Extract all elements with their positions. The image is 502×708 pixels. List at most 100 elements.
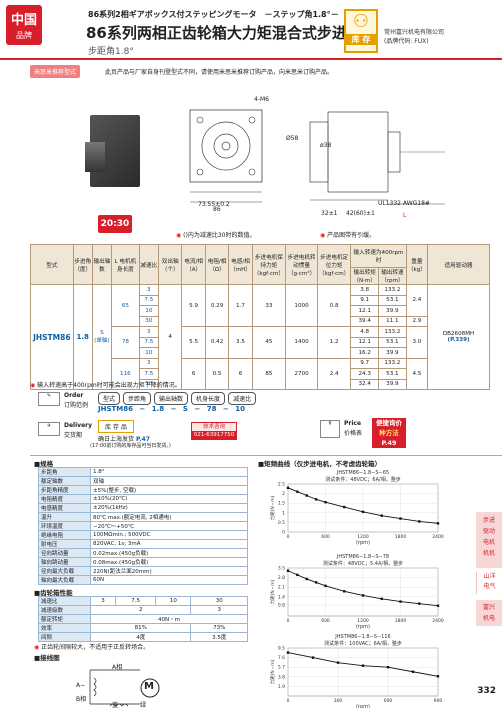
torque-curves: JHSTM86−1.8−S−65测试条件：48VDC；6A/相，整步00.511… [269, 470, 444, 708]
spec-key: 径向最大负载 [38, 566, 91, 576]
order-field: 步距角 [123, 392, 152, 405]
step-angle-subtitle: 步距角1.8° [88, 47, 134, 57]
data-point [361, 664, 365, 667]
data-point [343, 590, 346, 593]
step-cell: 1.8 [72, 284, 93, 390]
x-tick-label: 600 [321, 618, 330, 624]
dim-4m6: 4-M6 [254, 96, 269, 103]
spec-key: 径向跳动量 [38, 548, 91, 558]
data-point [411, 670, 415, 673]
y-tick-label: 2.8 [278, 575, 285, 581]
stock-label: 库 存 [346, 34, 376, 45]
wire-a-neg: A− [76, 682, 86, 689]
data-point [436, 604, 440, 607]
note-icon: ◉ [176, 232, 182, 239]
spec-value: ±20%(1kHz) [90, 503, 248, 513]
gear-value: 3 [190, 605, 248, 615]
y-tick-label: 0 [282, 530, 285, 536]
dim-42: 42(60)±1 [346, 210, 375, 217]
y-tick-label: 9.5 [278, 646, 285, 652]
spec-value: ±10%(20℃) [90, 494, 248, 504]
data-point [386, 666, 390, 669]
note-icon: ◉ [34, 644, 40, 651]
note-icon: ◉ [30, 382, 36, 389]
y-tick-label: 3.5 [278, 566, 285, 572]
gear-value: 81% [89, 623, 192, 633]
order-label: Order [64, 392, 84, 399]
dim-wire: UL1332 AWG18# [378, 200, 430, 207]
price-label: Price [344, 420, 362, 427]
order-field: 型式 [98, 392, 121, 405]
spec-key: 额定轴数 [38, 476, 91, 486]
y-tick-label: 1 [282, 510, 285, 516]
spec-key: 环境温度 [38, 521, 91, 531]
page-number: 332 [477, 686, 496, 696]
data-point [286, 569, 290, 572]
intro-text: 此页产品与厂家自身刊登型式不同，请使用米思米推荐订购产品，向米思米订购产品。 [105, 69, 334, 76]
dim-38: ø38 [320, 142, 332, 149]
side-nav-stepper[interactable]: 步进驱动电机机机 [476, 512, 502, 568]
order-label-cn: 订购范例 [64, 402, 89, 409]
data-point [418, 602, 421, 605]
stock-badge: ⚇ 库 存 [344, 9, 378, 53]
gear-key: 减速级数 [38, 605, 91, 615]
drawing-note-left: ◉ ()内为减速比30时的数值。 [176, 232, 256, 239]
data-point [296, 573, 299, 577]
delivery-label-cn: 交货期 [64, 432, 83, 439]
wiring-diagram [89, 669, 160, 707]
y-tick-label: 3.8 [278, 674, 285, 680]
spec-value: 80℃ max.(额定电流, 2相通电) [90, 512, 248, 522]
chart-title: JHSTM86−1.8−S−65 [336, 470, 389, 476]
gear-value: 7.5 [114, 596, 157, 606]
data-point [296, 490, 299, 493]
curve-section-title: ■矩频曲线（仅步进电机，不考虑齿轮箱） [258, 460, 382, 468]
order-field: 输出轴数 [154, 392, 189, 405]
brand-code: (品牌代码: FUX) [384, 38, 429, 45]
spec-footnote: ◉ 输入转速高于400rpm时可能会出现力矩下降的情况。 [30, 382, 181, 389]
spec-key: 温升 [38, 512, 91, 522]
data-point [305, 494, 308, 497]
y-axis-label: 力矩(N・m) [269, 579, 276, 604]
side-nav-fux[interactable]: 富兴机电 [476, 600, 502, 626]
shaft-cell: S(单轴) [91, 284, 113, 390]
x-tick-label: 1800 [395, 534, 407, 540]
chart-subtitle: 测试条件：48VDC；6A/相，整步 [325, 476, 400, 483]
wiring-title: ■接线图 [34, 654, 60, 662]
spec-table: 型式 步进角（度） 输出轴数 L 电机机身长度 减速比 双出轴（个） 电流/相（… [30, 244, 490, 390]
spec-row: 环境温度−20℃〜+50℃ [38, 521, 248, 531]
data-point [418, 520, 421, 523]
gear-key: 间隙 [38, 632, 91, 642]
data-point [380, 514, 383, 517]
spec-row: 步距角精度±5%(整步, 空载) [38, 485, 248, 495]
data-point [436, 522, 440, 525]
gear-value: 2 [89, 605, 192, 615]
x-tick-label: 1200 [357, 618, 369, 624]
y-tick-label: 2.5 [278, 482, 285, 488]
side-nav-sanyo[interactable]: 山洋电气 [476, 572, 502, 594]
japanese-title: 86系列2相ギアボックス付ステッピングモータ －ステップ角1.8°－ [88, 10, 339, 19]
y-tick-label: 2.1 [278, 585, 285, 591]
recommend-tag: 米思米推荐型式 [30, 65, 81, 78]
order-icon: ✎ [38, 392, 60, 406]
gear-value: 4度 [89, 632, 192, 642]
delivery-note: (17:00前订购的库存品可当日发货。) [90, 443, 171, 449]
x-tick-label: 2400 [432, 534, 444, 540]
tech-support: 技术咨询 021-63917750 [191, 422, 237, 440]
model-cell: JHSTM86 [30, 284, 74, 390]
order-field: 减速比 [228, 392, 257, 405]
data-point [324, 584, 327, 588]
data-point [336, 661, 340, 664]
spec-key: 步距角 [38, 467, 91, 477]
data-point [311, 656, 315, 659]
page-title: 86系列两相正齿轮箱大力矩混合式步进电机 [86, 24, 377, 42]
chart-title: JHSTM86−1.8−S−78 [336, 554, 389, 560]
